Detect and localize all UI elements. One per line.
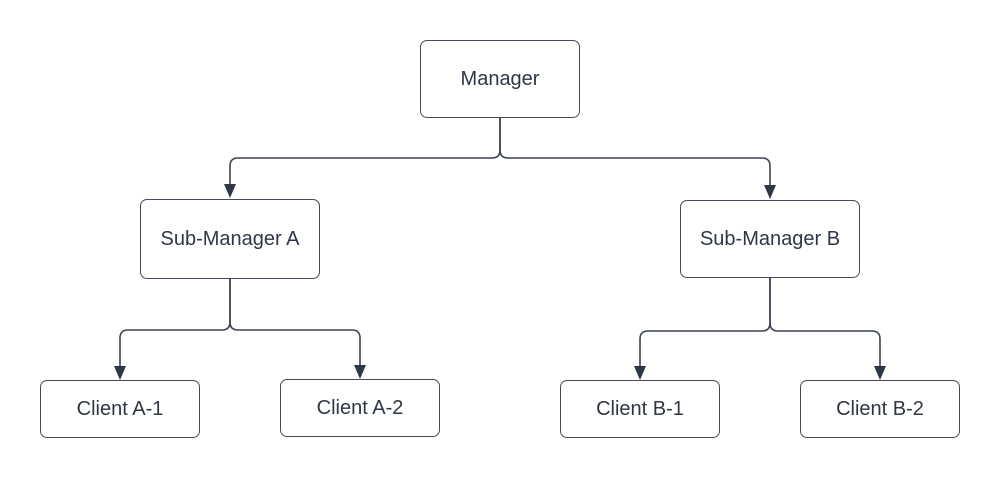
node-label: Manager [460,68,540,90]
node-client-a-2: Client A-2 [280,379,440,437]
edge-manager-sub-manager-a [224,118,501,198]
edge-line [229,279,361,365]
edge-line [499,118,771,185]
arrowhead-icon [764,185,776,199]
edge-sub-manager-a-client-a-2 [229,279,366,379]
node-label: Sub-Manager B [699,228,841,250]
node-manager: Manager [420,40,580,118]
node-client-b-1: Client B-1 [560,380,720,438]
edge-manager-sub-manager-b [499,118,776,199]
node-label: Client A-1 [76,398,164,420]
node-label: Client B-1 [596,398,684,420]
node-label: Client A-2 [316,397,404,419]
edge-sub-manager-b-client-b-1 [634,278,771,380]
node-sub-manager-b: Sub-Manager B [680,200,860,278]
edge-line [639,278,771,366]
edge-line [119,279,231,366]
arrowhead-icon [354,365,366,379]
arrowhead-icon [114,366,126,380]
edge-line [769,278,881,366]
edge-line [229,118,501,184]
node-client-a-1: Client A-1 [40,380,200,438]
arrowhead-icon [874,366,886,380]
node-client-b-2: Client B-2 [800,380,960,438]
arrowhead-icon [634,366,646,380]
edge-sub-manager-a-client-a-1 [114,279,231,380]
node-label: Sub-Manager A [160,228,300,250]
edge-sub-manager-b-client-b-2 [769,278,886,380]
arrowhead-icon [224,184,236,198]
node-label: Client B-2 [836,398,924,420]
node-sub-manager-a: Sub-Manager A [140,199,320,279]
